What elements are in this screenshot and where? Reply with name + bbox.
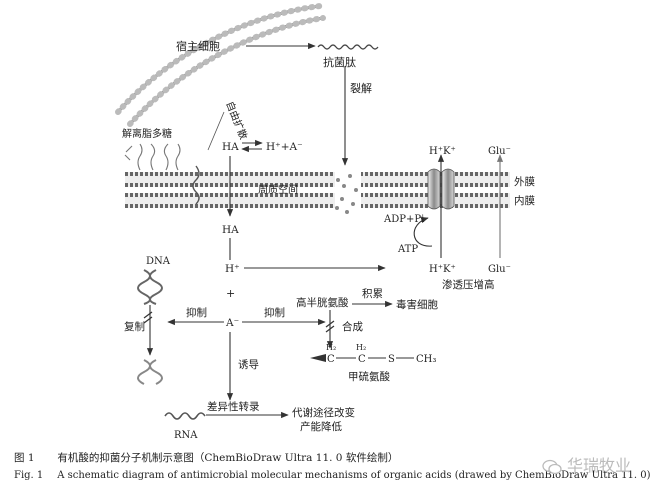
caption-en-text: A schematic diagram of antimicrobial mol…: [57, 470, 651, 481]
induce-label: 诱导: [238, 358, 259, 371]
arrows: [146, 42, 445, 419]
toxic-cell-label: 毒害细胞: [396, 298, 438, 311]
methionine-s-label: S: [388, 354, 395, 365]
glu-top-label: Glu⁻: [488, 146, 511, 157]
hk-top-label: H⁺K⁺: [429, 146, 456, 157]
methionine-ch3-label: CH₃: [416, 354, 436, 365]
dna-helix-replicated: [137, 359, 163, 385]
inhibit-left-label: 抑制: [186, 306, 207, 319]
replication-label: 复制: [124, 320, 145, 333]
rna-squiggle: [164, 412, 206, 420]
diffusion-channel: [192, 165, 200, 205]
host-cell-label: 宿主细胞: [176, 39, 220, 53]
methionine-wedge: [310, 354, 326, 362]
h2-left-label: H₂: [326, 343, 336, 352]
methionine-c2-label: C: [358, 354, 366, 365]
ha-outer-label: HA: [222, 141, 239, 153]
mechanism-diagram: 宿主细胞 抗菌肽 裂解 解离脂多糖 自由扩散 HA H⁺+A⁻ H⁺K⁺ Glu…: [115, 3, 535, 441]
adp-pi-label: ADP+Pi: [383, 214, 424, 225]
caption-english: Fig. 1 A schematic diagram of antimicrob…: [14, 470, 651, 481]
free-diffusion-label: 自由扩散: [223, 99, 250, 141]
atp-curve-arrow: [413, 217, 433, 247]
periplasm-label: 周质空间: [258, 183, 298, 196]
lysis-label: 裂解: [350, 81, 372, 95]
dissociation-products-label: H⁺+A⁻: [266, 141, 303, 153]
lps-dissociation-label: 解离脂多糖: [122, 127, 172, 140]
methionine-c1-label: C: [327, 354, 335, 365]
methionine-label: 甲硫氨酸: [348, 370, 390, 383]
dna-helix: [137, 269, 163, 305]
atp-label: ATP: [397, 244, 418, 255]
h-plus-label: H⁺: [225, 263, 240, 275]
dna-label: DNA: [146, 256, 171, 267]
watermark: 华瑞牧业: [542, 452, 631, 476]
host-cell-membrane: [115, 3, 326, 127]
differential-transcription-label: 差异性转录: [207, 400, 260, 413]
peptide-label: 抗菌肽: [323, 55, 356, 69]
glu-bottom-label: Glu⁻: [488, 264, 511, 275]
ha-inner-label: HA: [222, 224, 239, 236]
inhibit-right-label: 抑制: [264, 306, 285, 319]
inhibition-bars: [143, 311, 335, 333]
osmotic-increase-label: 渗透压增高: [442, 278, 495, 291]
rna-label: RNA: [174, 430, 198, 441]
ion-pore: [427, 168, 455, 210]
accumulation-label: 积累: [362, 288, 383, 300]
a-minus-label: A⁻: [225, 317, 239, 329]
metabolic-change-label: 代谢途径改变: [292, 406, 355, 419]
synthesis-label: 合成: [342, 320, 363, 333]
energy-decrease-label: 产能降低: [300, 420, 342, 433]
wechat-icon: [542, 459, 562, 474]
homocysteine-label: 高半胱氨酸: [296, 296, 349, 309]
hk-bottom-label: H⁺K⁺: [429, 264, 456, 275]
peptide-squiggle: [317, 44, 379, 50]
inner-membrane-label: 内膜: [514, 194, 535, 207]
plus-sign-label: +: [226, 287, 235, 300]
caption-chinese: 图 1 有机酸的抑菌分子机制示意图（ChemBioDraw Ultra 11. …: [14, 450, 398, 465]
caption-cn-text: 有机酸的抑菌分子机制示意图（ChemBioDraw Ultra 11. 0 软件…: [57, 452, 399, 464]
watermark-text: 华瑞牧业: [566, 456, 631, 475]
caption-en-number: Fig. 1: [14, 470, 44, 481]
diffusion-pointer: [207, 111, 225, 151]
h2-right-label: H₂: [356, 343, 366, 352]
outer-membrane-label: 外膜: [514, 176, 535, 188]
caption-cn-number: 图 1: [14, 452, 35, 464]
lps-chains: [124, 143, 181, 171]
